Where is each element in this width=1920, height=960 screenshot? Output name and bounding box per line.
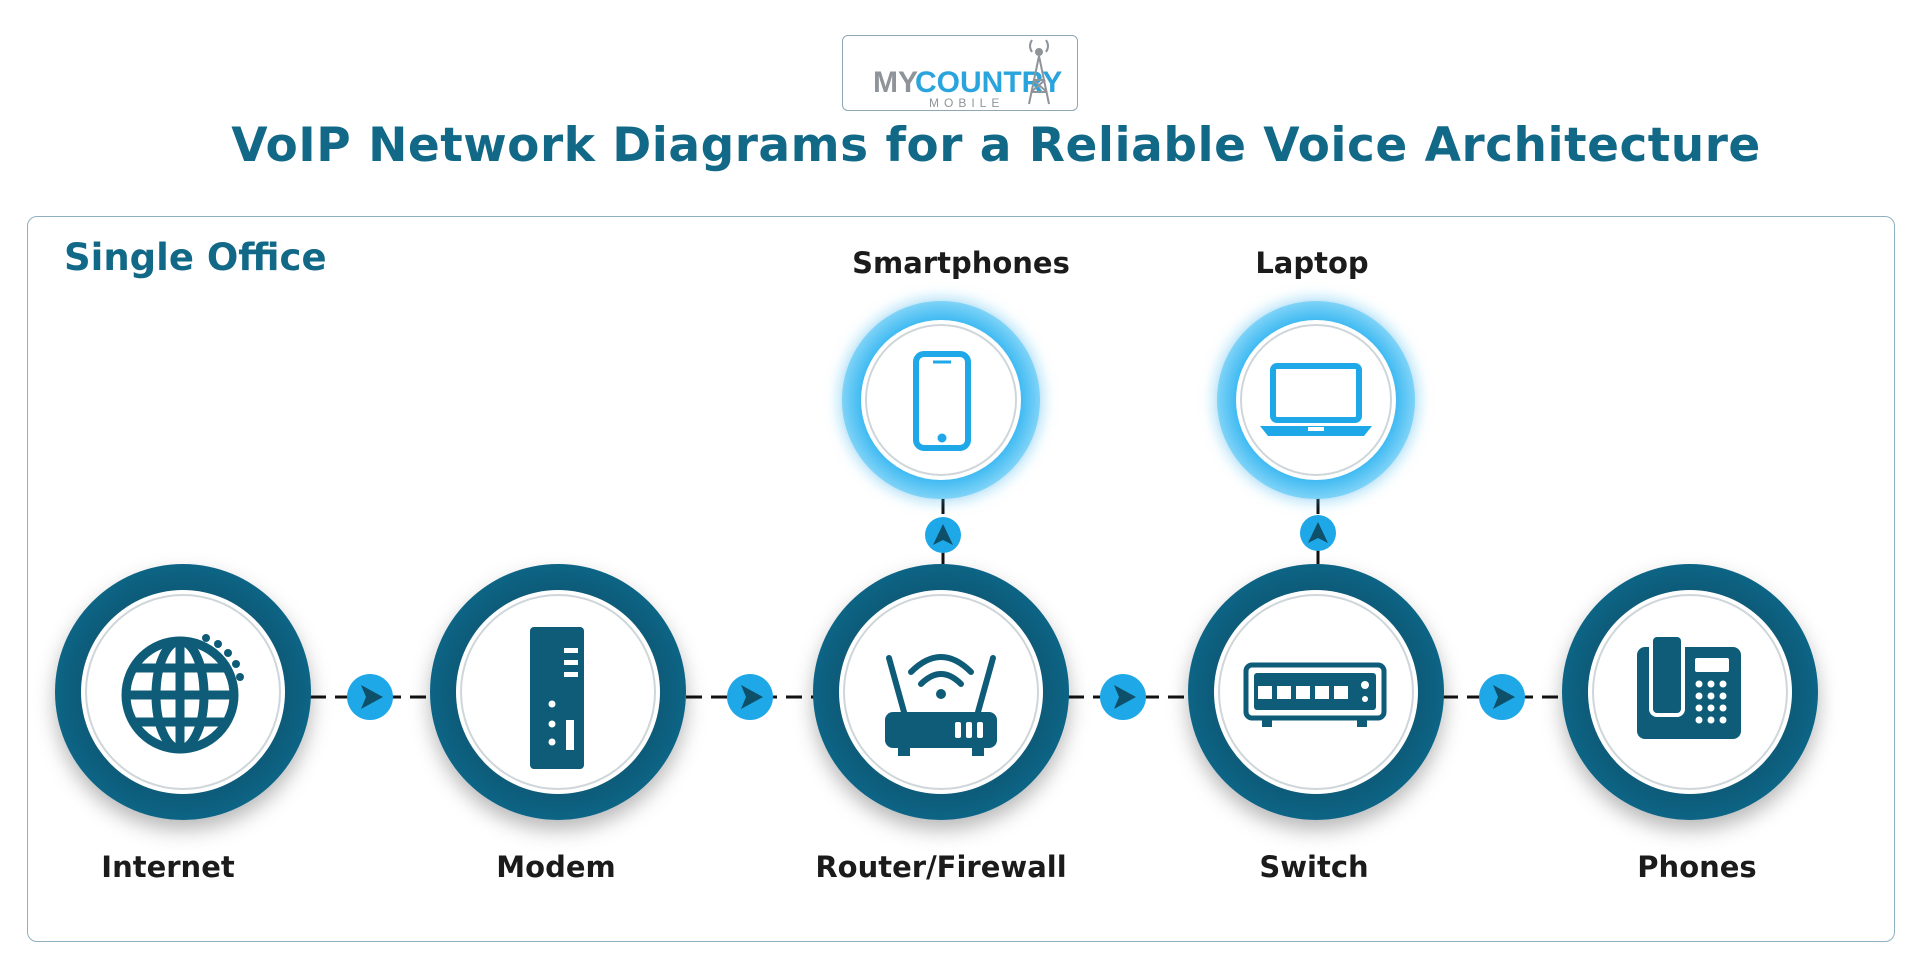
node-label-router-firewall: Router/Firewall — [815, 850, 1067, 884]
node-switch — [1188, 564, 1444, 820]
arrow-badge-up-1 — [925, 517, 961, 553]
arrow-badge-2 — [727, 674, 773, 720]
node-label-phones: Phones — [1637, 850, 1757, 884]
diagram-panel — [27, 216, 1895, 942]
modem-icon — [530, 627, 584, 769]
arrow-badge-up-2 — [1300, 515, 1336, 551]
node-label-internet: Internet — [101, 850, 235, 884]
node-label-smartphones: Smartphones — [852, 246, 1070, 280]
node-phones — [1562, 564, 1818, 820]
smartphone-icon — [913, 351, 971, 451]
node-internet — [55, 564, 311, 820]
node-label-modem: Modem — [496, 850, 616, 884]
node-router-firewall — [813, 564, 1069, 820]
globe-icon — [121, 636, 239, 754]
desk-phone-icon — [1637, 633, 1741, 739]
arrow-badge-1 — [347, 674, 393, 720]
node-label-laptop: Laptop — [1255, 246, 1369, 280]
node-smartphones — [842, 301, 1040, 499]
arrow-badge-4 — [1479, 674, 1525, 720]
router-icon — [885, 654, 997, 756]
logo-graphic: MY COUNTRY MOBILE — [873, 39, 1062, 110]
page-title: VoIP Network Diagrams for a Reliable Voi… — [231, 118, 1761, 173]
logo-text-country: COUNTRY — [915, 66, 1062, 99]
arrow-badge-3 — [1100, 674, 1146, 720]
company-logo: MY COUNTRY MOBILE — [842, 35, 1078, 111]
panel-title: Single Office — [64, 236, 327, 279]
tower-icon — [1028, 39, 1050, 105]
node-modem — [430, 564, 686, 820]
logo-text-my: MY — [873, 66, 918, 99]
node-label-switch: Switch — [1259, 850, 1369, 884]
switch-icon — [1243, 662, 1387, 727]
node-laptop — [1217, 301, 1415, 499]
laptop-icon — [1260, 363, 1372, 436]
logo-text-mobile: MOBILE — [929, 96, 1004, 110]
